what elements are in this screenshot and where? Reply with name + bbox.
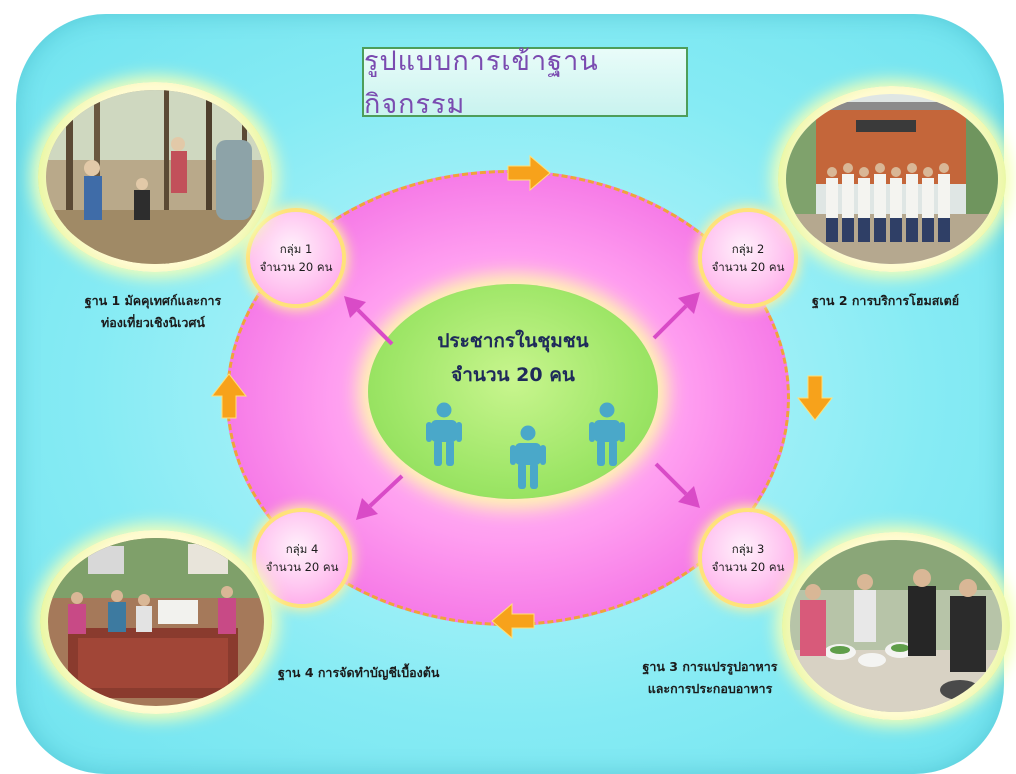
group-2-bubble: กลุ่ม 2 จำนวน 20 คน bbox=[702, 212, 794, 304]
station-1-photo bbox=[38, 82, 272, 272]
person-icon bbox=[510, 425, 546, 489]
forest-scene-image bbox=[46, 90, 264, 264]
arrow-to-group-3 bbox=[654, 462, 700, 508]
station-2-label: ฐาน 2 การบริการโฮมสเตย์ bbox=[812, 290, 1008, 312]
group-4-bubble: กลุ่ม 4 จำนวน 20 คน bbox=[256, 512, 348, 604]
station-1-line1: ฐาน 1 มัคคุเทศก์และการ bbox=[84, 293, 222, 308]
group-2-count: จำนวน 20 คน bbox=[711, 260, 785, 274]
title-box: รูปแบบการเข้าฐานกิจกรรม bbox=[362, 46, 688, 120]
station-4-label: ฐาน 4 การจัดทำบัญชีเบื้องต้น bbox=[278, 662, 478, 684]
group-3-bubble: กลุ่ม 3 จำนวน 20 คน bbox=[702, 512, 794, 604]
station-3-photo bbox=[782, 532, 1010, 720]
group-3-label: กลุ่ม 3 bbox=[731, 542, 765, 556]
station-3-line2: และการประกอบอาหาร bbox=[647, 681, 773, 696]
arrow-to-group-2 bbox=[652, 292, 700, 340]
station-2-line1: ฐาน 2 การบริการโฮมสเตย์ bbox=[812, 293, 960, 308]
arrow-to-group-1 bbox=[344, 296, 394, 346]
group-1-label: กลุ่ม 1 bbox=[279, 242, 313, 256]
group-4-count: จำนวน 20 คน bbox=[265, 560, 339, 574]
person-icon bbox=[426, 402, 462, 466]
station-4-photo bbox=[40, 530, 272, 714]
group-2-label: กลุ่ม 2 bbox=[731, 242, 765, 256]
station-3-label: ฐาน 3 การแปรรูปอาหาร และการประกอบอาหาร bbox=[620, 656, 800, 700]
group-1-count: จำนวน 20 คน bbox=[259, 260, 333, 274]
center-title: ประชากรในชุมชน bbox=[437, 330, 589, 352]
cooking-demo-image bbox=[790, 540, 1002, 712]
arrow-up-left bbox=[210, 373, 248, 419]
station-1-line2: ท่องเที่ยวเชิงนิเวศน์ bbox=[101, 315, 205, 330]
arrow-to-group-4 bbox=[356, 474, 404, 520]
group-4-label: กลุ่ม 4 bbox=[285, 542, 319, 556]
group-3-count: จำนวน 20 คน bbox=[711, 560, 785, 574]
accounting-workshop-image bbox=[48, 538, 264, 706]
station-2-photo bbox=[778, 86, 1006, 272]
group-1-bubble: กลุ่ม 1 จำนวน 20 คน bbox=[250, 212, 342, 304]
arrow-down-right bbox=[796, 375, 834, 421]
homestay-group-image bbox=[786, 94, 998, 264]
person-icon bbox=[589, 402, 625, 466]
station-1-label: ฐาน 1 มัคคุเทศก์และการ ท่องเที่ยวเชิงนิเ… bbox=[58, 290, 248, 334]
page-title: รูปแบบการเข้าฐานกิจกรรม bbox=[364, 46, 599, 120]
station-4-line1: ฐาน 4 การจัดทำบัญชีเบื้องต้น bbox=[278, 665, 440, 680]
arrow-right-top bbox=[507, 154, 551, 192]
arrow-left-bottom bbox=[491, 602, 535, 640]
center-count: จำนวน 20 คน bbox=[451, 364, 575, 386]
station-3-line1: ฐาน 3 การแปรรูปอาหาร bbox=[642, 659, 778, 674]
